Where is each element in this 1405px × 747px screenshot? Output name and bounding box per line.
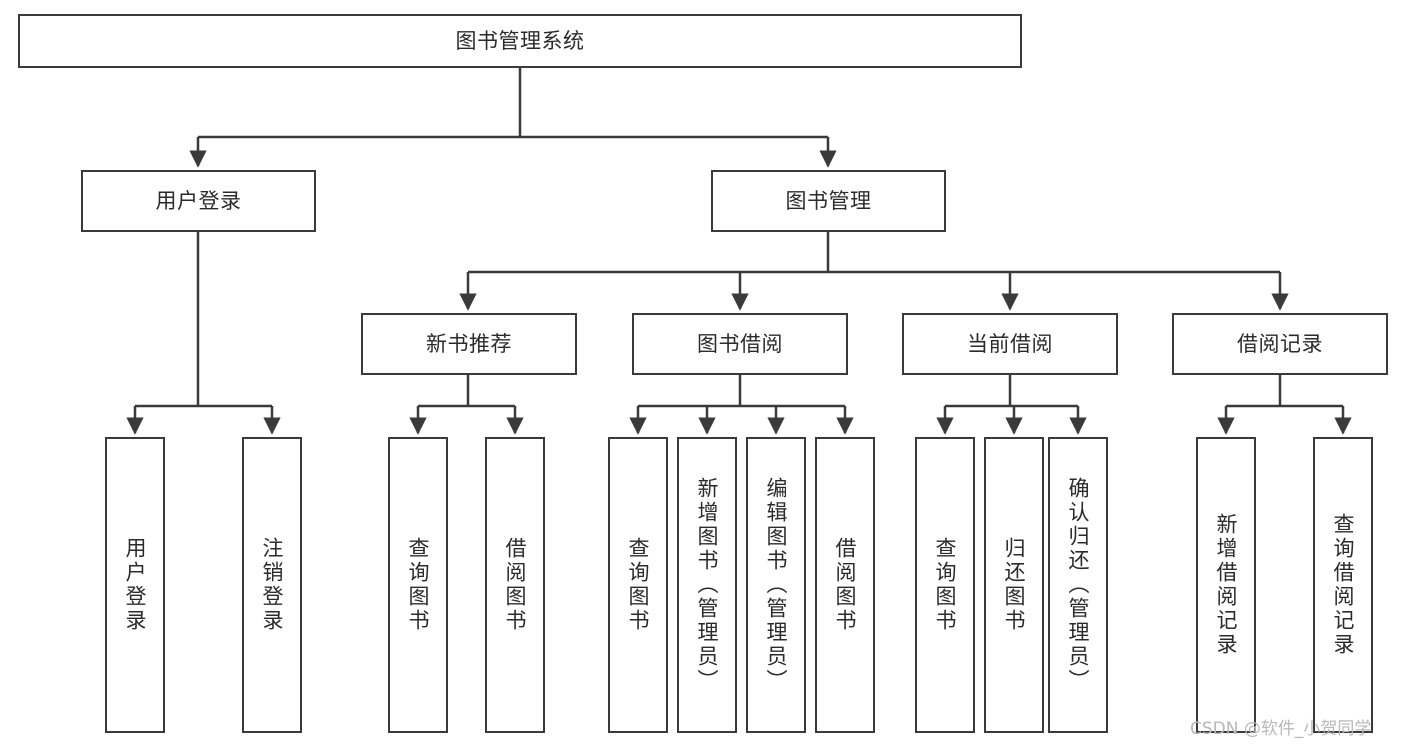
node-leaf-query-borrow-record-label: 查询借阅记录	[1331, 513, 1356, 657]
node-leaf-edit-book-admin-label: 编辑图书（管理员）	[764, 477, 789, 693]
node-new-book-recommend-label: 新书推荐	[426, 331, 512, 356]
node-borrow-records-label: 借阅记录	[1237, 331, 1323, 356]
node-new-book-recommend[interactable]: 新书推荐	[361, 313, 577, 375]
node-leaf-query-book-borrow-label: 查询图书	[626, 537, 651, 633]
node-leaf-logout[interactable]: 注销登录	[242, 437, 302, 733]
node-leaf-query-book-newbooks-label: 查询图书	[406, 537, 431, 633]
node-borrow-records[interactable]: 借阅记录	[1172, 313, 1388, 375]
node-leaf-borrow-book-newbooks[interactable]: 借阅图书	[485, 437, 545, 733]
node-leaf-query-book-current[interactable]: 查询图书	[915, 437, 975, 733]
node-leaf-query-borrow-record[interactable]: 查询借阅记录	[1313, 437, 1373, 733]
node-leaf-user-login-label: 用户登录	[123, 537, 148, 633]
node-root[interactable]: 图书管理系统	[18, 14, 1022, 68]
node-book-management[interactable]: 图书管理	[711, 170, 946, 232]
node-leaf-user-login[interactable]: 用户登录	[105, 437, 165, 733]
node-leaf-add-borrow-record-label: 新增借阅记录	[1214, 513, 1239, 657]
node-leaf-confirm-return-admin[interactable]: 确认归还（管理员）	[1048, 437, 1108, 733]
node-leaf-add-book-admin[interactable]: 新增图书（管理员）	[677, 437, 737, 733]
node-leaf-query-book-newbooks[interactable]: 查询图书	[388, 437, 448, 733]
node-leaf-add-borrow-record[interactable]: 新增借阅记录	[1196, 437, 1256, 733]
node-root-label: 图书管理系统	[455, 28, 585, 53]
node-leaf-query-book-borrow[interactable]: 查询图书	[608, 437, 668, 733]
node-leaf-query-book-current-label: 查询图书	[933, 537, 958, 633]
node-leaf-borrow-book-newbooks-label: 借阅图书	[503, 537, 528, 633]
node-leaf-logout-label: 注销登录	[260, 537, 285, 633]
node-book-management-label: 图书管理	[785, 188, 872, 213]
node-leaf-confirm-return-admin-label: 确认归还（管理员）	[1066, 477, 1091, 693]
node-current-borrow[interactable]: 当前借阅	[902, 313, 1118, 375]
node-user-login[interactable]: 用户登录	[81, 170, 316, 232]
node-leaf-add-book-admin-label: 新增图书（管理员）	[695, 477, 720, 693]
node-leaf-return-book-label: 归还图书	[1002, 537, 1027, 633]
node-leaf-borrow-book-label: 借阅图书	[833, 537, 858, 633]
node-current-borrow-label: 当前借阅	[967, 331, 1053, 356]
node-book-borrow[interactable]: 图书借阅	[632, 313, 848, 375]
watermark-text: CSDN @软件_小贺同学	[1190, 719, 1372, 739]
node-leaf-edit-book-admin[interactable]: 编辑图书（管理员）	[746, 437, 806, 733]
node-leaf-return-book[interactable]: 归还图书	[984, 437, 1044, 733]
node-leaf-borrow-book[interactable]: 借阅图书	[815, 437, 875, 733]
node-book-borrow-label: 图书借阅	[697, 331, 783, 356]
node-user-login-label: 用户登录	[155, 188, 242, 213]
